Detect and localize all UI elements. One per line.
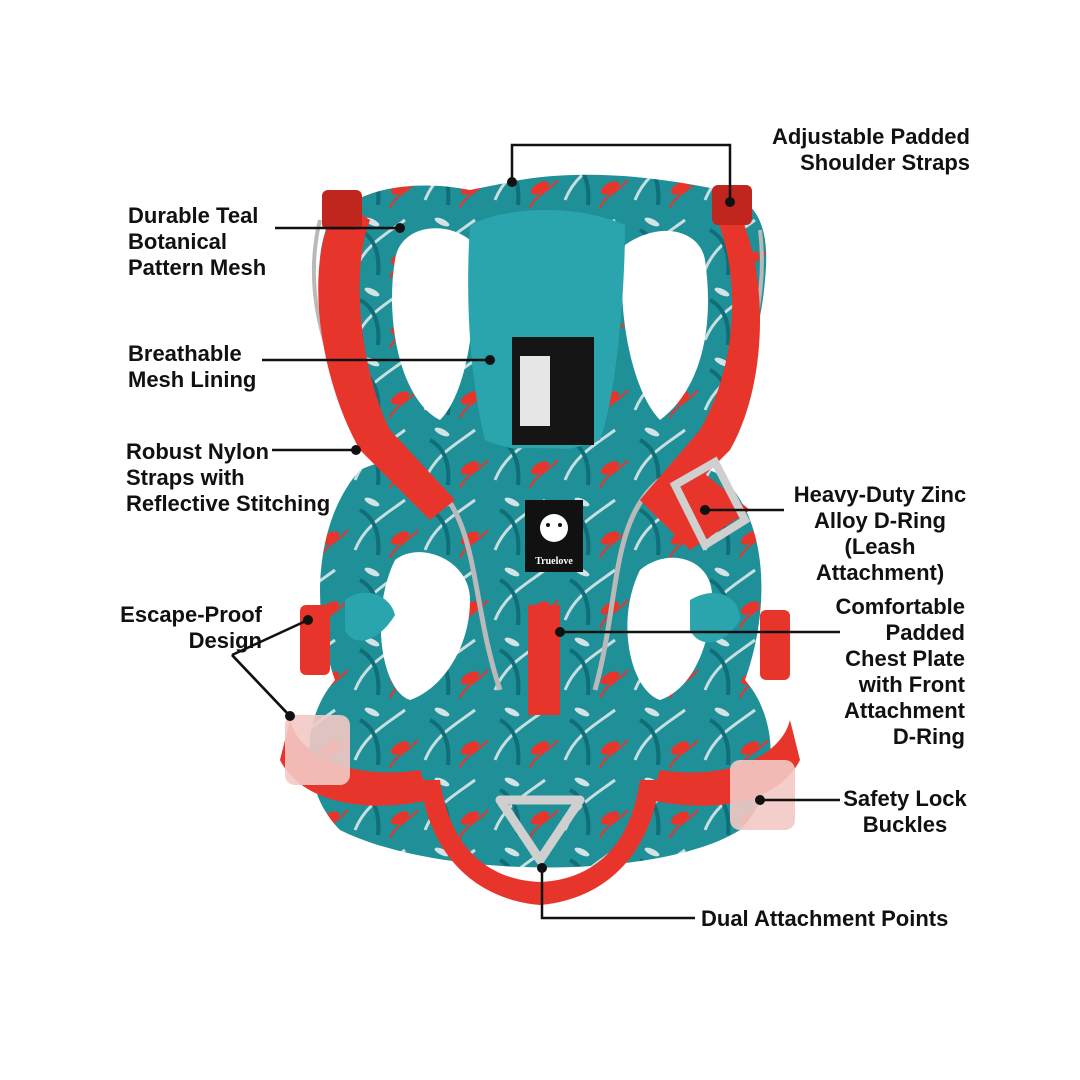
left-opening (392, 228, 474, 420)
dot-escape-1 (303, 615, 313, 625)
front-ring (495, 795, 585, 865)
callout-mesh-lining: Breathable Mesh Lining (128, 341, 257, 392)
dot-teal-mesh (395, 223, 405, 233)
dog-logo-eye-left (546, 523, 550, 527)
dot-dual-attachment (537, 863, 547, 873)
callout-d-ring: Heavy-Duty Zinc Alloy D-Ring (Leash Atta… (793, 482, 967, 585)
strap-slider-left (322, 190, 362, 230)
callout-teal-mesh: Durable Teal Botanical Pattern Mesh (128, 203, 267, 280)
dot-d-ring (700, 505, 710, 515)
dog-logo-eye-right (558, 523, 562, 527)
dot-mesh-lining (485, 355, 495, 365)
leader-escape-proof-3 (231, 654, 287, 713)
dot-shoulder-left (507, 177, 517, 187)
dot-escape-2 (285, 711, 295, 721)
size-tag-label (520, 356, 550, 426)
chest-opening-right (627, 557, 713, 700)
right-shoulder-strap (640, 195, 760, 520)
right-opening (621, 230, 708, 420)
dog-logo-icon (540, 514, 568, 542)
leader-shoulder-straps (510, 143, 732, 202)
brand-logo-text: Truelove (535, 556, 573, 567)
callout-shoulder-straps: Adjustable Padded Shoulder Straps (771, 124, 970, 175)
dot-safety-buckles (755, 795, 765, 805)
grab-handle (420, 780, 660, 905)
callout-escape-proof: Escape-Proof Design (120, 602, 262, 653)
chest-tab (528, 605, 560, 715)
leader-lines (231, 143, 840, 920)
callout-safety-buckles: Safety Lock Buckles (843, 786, 967, 837)
callout-dual-attachment: Dual Attachment Points (701, 906, 949, 931)
dot-nylon-straps (351, 445, 361, 455)
dot-chest-plate (555, 627, 565, 637)
leader-dots (285, 177, 765, 873)
side-mesh-right (690, 592, 740, 643)
buckle-right (730, 760, 795, 830)
chest-opening-left (380, 552, 470, 700)
callout-chest-plate: Comfortable Padded Chest Plate with Fron… (835, 594, 965, 749)
dot-shoulder-right (725, 197, 735, 207)
d-ring (669, 456, 751, 551)
side-adjuster-right (760, 610, 790, 680)
side-mesh-left (345, 592, 395, 641)
buckle-left (285, 715, 350, 785)
d-ring-strap (640, 470, 750, 550)
side-adjuster-left (300, 605, 330, 675)
left-shoulder-strap (318, 200, 455, 520)
callout-nylon-straps: Robust Nylon Straps with Reflective Stit… (126, 439, 331, 516)
leader-escape-proof-1 (231, 618, 309, 657)
leader-dual-attachment (540, 868, 695, 920)
brand-patch: Truelove (525, 500, 583, 572)
